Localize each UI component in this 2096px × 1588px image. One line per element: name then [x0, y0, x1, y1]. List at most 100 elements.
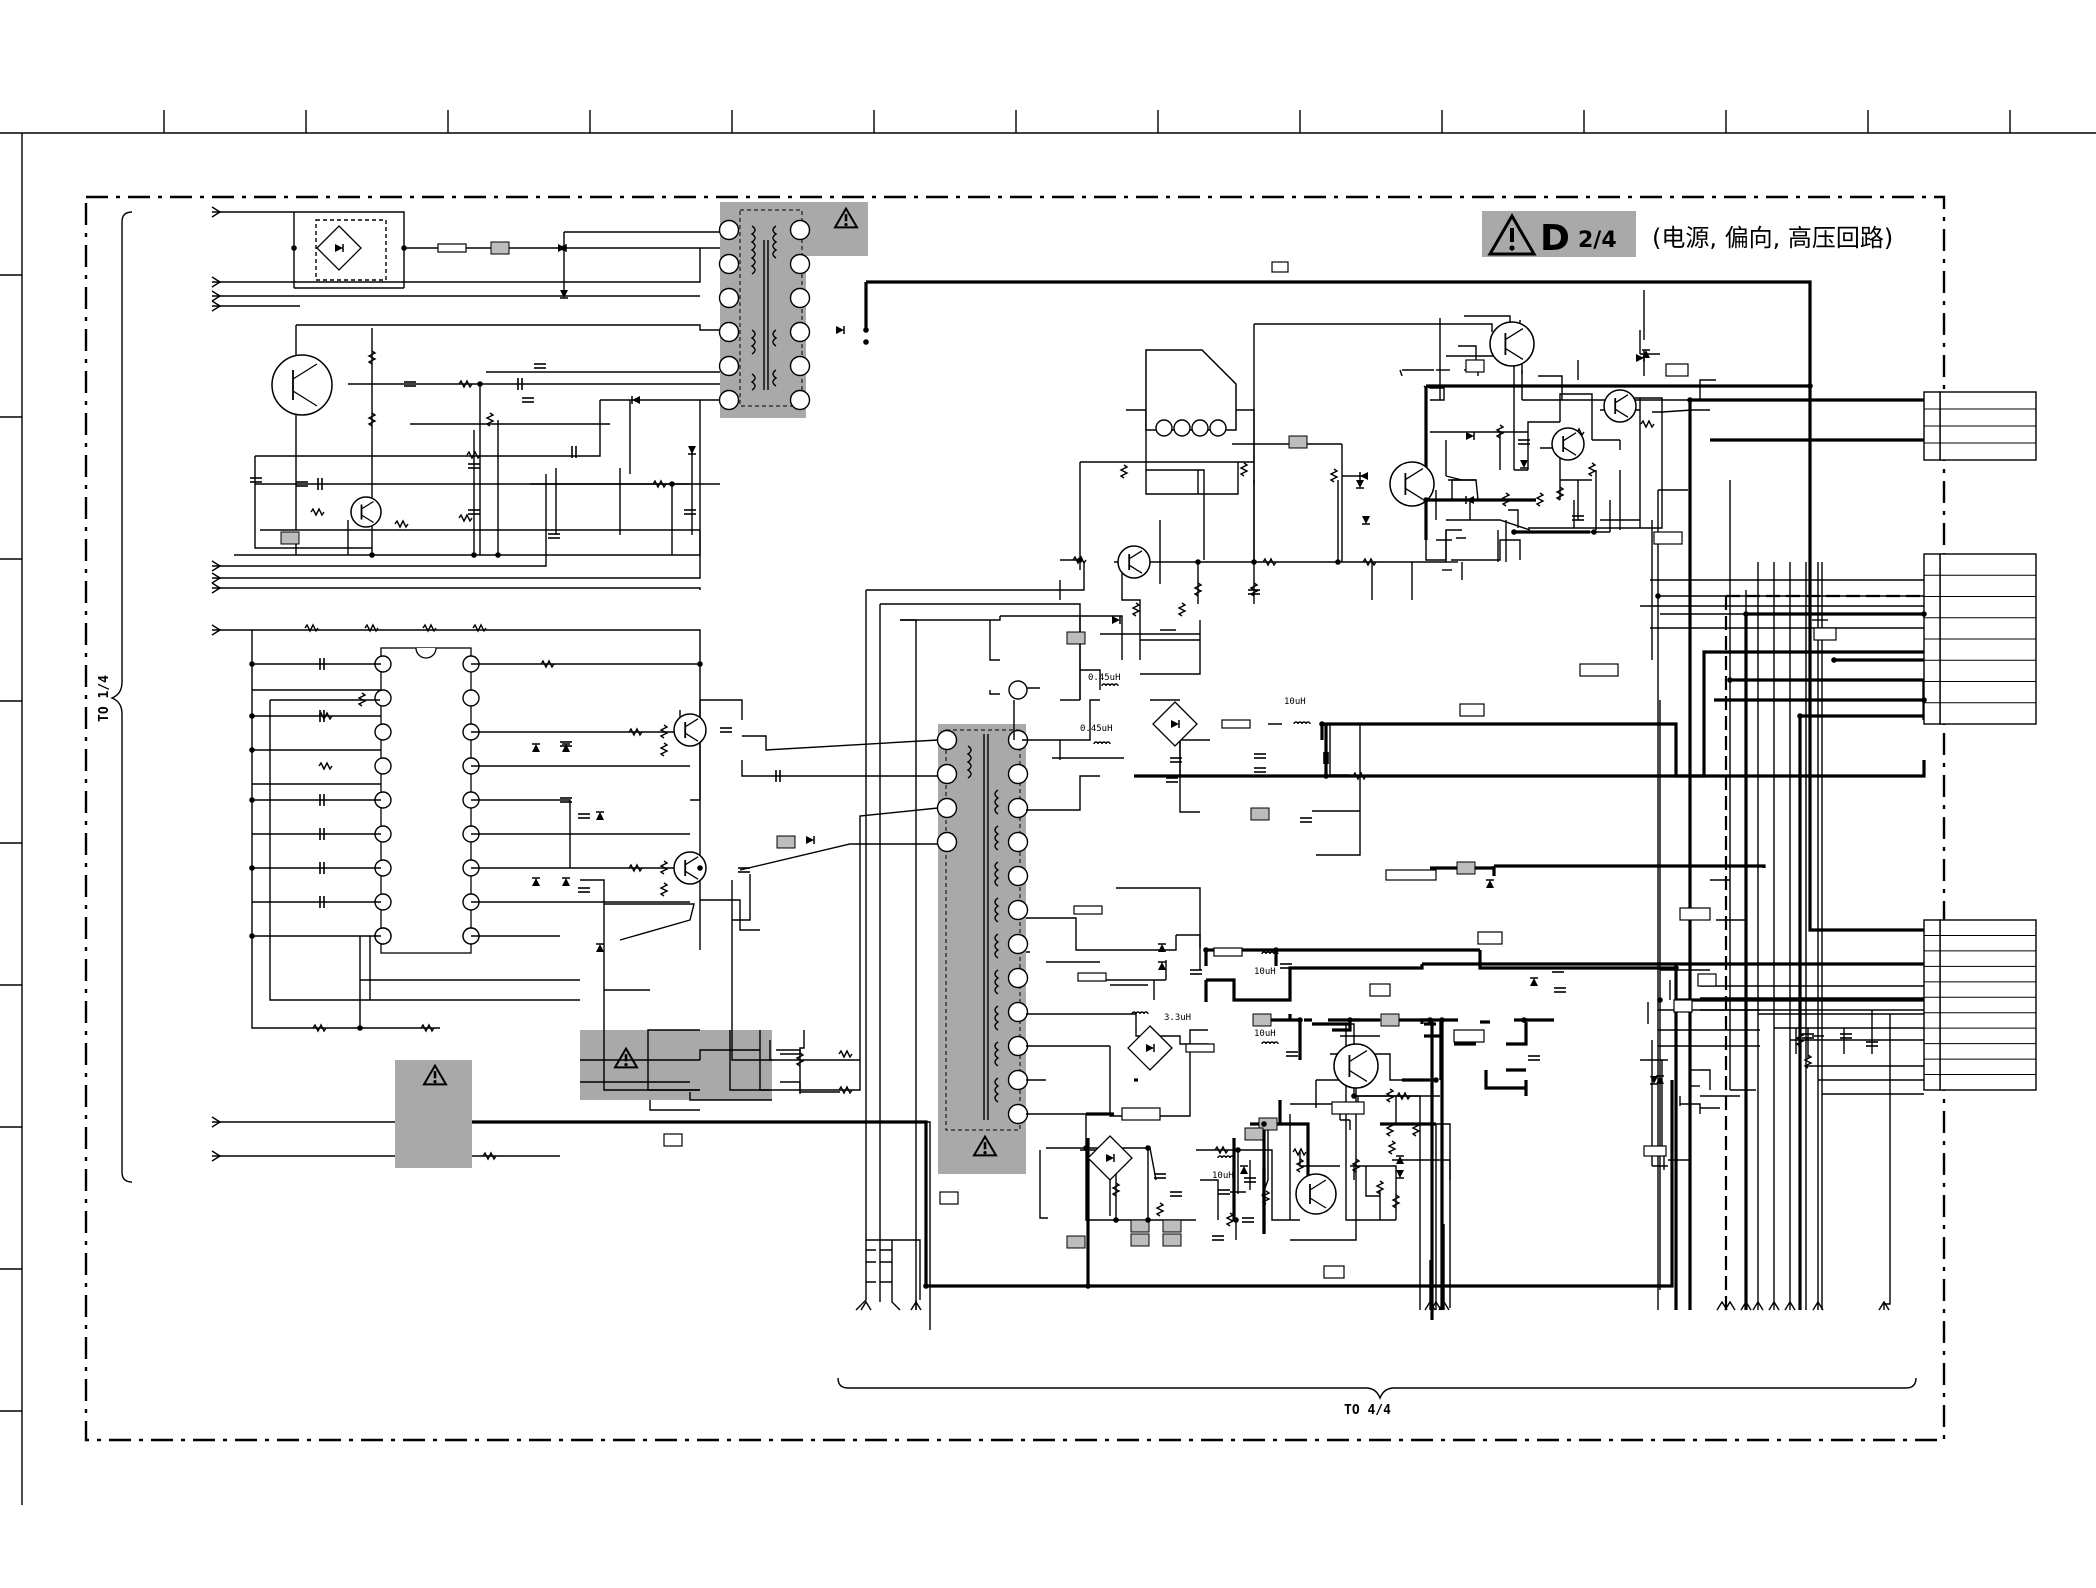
- terminal-arrow: [211, 560, 222, 572]
- diode: [1636, 354, 1645, 362]
- net-label-box: [1665, 363, 1689, 377]
- terminal-arrow: [910, 1300, 922, 1311]
- winding: [750, 225, 756, 275]
- diode: [1396, 1155, 1404, 1164]
- thermistor: [280, 531, 300, 545]
- junction-dot: [1203, 947, 1209, 953]
- diode: [562, 877, 570, 886]
- resistor: [1225, 1212, 1235, 1227]
- junction-dot: [477, 381, 483, 387]
- inductor-coil: [1131, 1011, 1149, 1015]
- diode: [596, 943, 604, 952]
- diode: [532, 877, 540, 886]
- terminal-arrow: [1784, 1300, 1796, 1311]
- flyback-pin: [1007, 797, 1029, 819]
- junction-dot: [249, 713, 255, 719]
- diode: [1466, 432, 1475, 440]
- transformer-pin: [718, 219, 740, 241]
- hv-connector-pin: [1155, 419, 1173, 437]
- flyback-pin: [936, 797, 958, 819]
- resistor: [1131, 602, 1141, 617]
- transistor: [673, 713, 707, 747]
- resistor: [1239, 462, 1249, 477]
- winding: [994, 825, 1000, 851]
- badge-letter: D: [1540, 218, 1570, 259]
- inductor-labels: 0.45uH 0.45uH 10uH 10uH 3.3uH 10uH 10uH: [1080, 673, 1306, 1181]
- terminal-arrow: [211, 572, 222, 584]
- diode: [532, 743, 540, 752]
- bridge-rectifier: [1152, 701, 1198, 747]
- resistor: [367, 350, 377, 365]
- terminal-arrow: [211, 582, 222, 594]
- terminal-arrow: [211, 300, 222, 312]
- junction-dot: [1335, 559, 1341, 565]
- transformer-top: [718, 209, 811, 411]
- net-label-box: [939, 1191, 959, 1205]
- shaded-modules: [395, 202, 1026, 1174]
- thermistor: [1130, 1233, 1150, 1247]
- flyback-pin: [1007, 967, 1029, 989]
- resistor: [652, 479, 667, 489]
- diode: [1486, 879, 1494, 888]
- terminal-arrow: [1768, 1300, 1780, 1311]
- winding: [750, 329, 756, 391]
- hv-connector-pin: [1209, 419, 1227, 437]
- resistor: [838, 1049, 853, 1059]
- resistor: [1329, 468, 1339, 483]
- junction-dot: [1921, 697, 1927, 703]
- junction-dot: [1433, 1077, 1439, 1083]
- connectors-right: [1923, 391, 2037, 1091]
- winding: [994, 897, 1000, 923]
- components: [211, 206, 1890, 1311]
- resistor: [659, 882, 669, 897]
- ic-pin: [462, 689, 480, 707]
- flyback-pin: [936, 729, 958, 751]
- thermistor: [1162, 1233, 1182, 1247]
- terminal-arrow: [1752, 1300, 1764, 1311]
- terminal-arrow: [211, 276, 222, 288]
- junction-dot: [561, 245, 567, 251]
- sheet-ruler: [0, 110, 2096, 1505]
- diode: [560, 290, 568, 299]
- terminal-arrow: [211, 1150, 222, 1162]
- junction-dot: [1797, 713, 1803, 719]
- resistor: [1640, 419, 1655, 429]
- junction-dot: [401, 245, 407, 251]
- resistor: [659, 742, 669, 757]
- junction-dot: [1319, 721, 1325, 727]
- dashed-enclosure-right: [1724, 594, 1940, 1310]
- terminal-arrow: [1430, 1300, 1442, 1311]
- resistor: [1555, 486, 1565, 501]
- winding: [994, 861, 1000, 887]
- winding: [772, 329, 778, 387]
- junction-dot: [697, 865, 703, 871]
- terminal-arrow: [860, 1300, 872, 1311]
- junction-dot: [1083, 1145, 1089, 1151]
- thermistor: [1252, 1013, 1272, 1027]
- transformer-pin: [789, 389, 811, 411]
- net-label-box: [1271, 261, 1289, 273]
- resistor: [1396, 1091, 1411, 1101]
- transformer-pin: [718, 321, 740, 343]
- resistor: [458, 379, 473, 389]
- junction-dot: [1743, 611, 1749, 617]
- junction-dot: [1077, 557, 1083, 563]
- fuse: [1077, 972, 1107, 982]
- connector-block: [1923, 553, 2037, 725]
- transistor: [271, 354, 333, 416]
- bridge-rectifier: [316, 225, 362, 271]
- inductor-label-5: 3.3uH: [1164, 1013, 1191, 1023]
- hv-connector-pin: [1191, 419, 1209, 437]
- junction-dot: [923, 1283, 929, 1289]
- diode: [1240, 1165, 1248, 1174]
- flyback-pin: [1007, 933, 1029, 955]
- resistor: [1535, 492, 1545, 507]
- diode: [1650, 1076, 1658, 1085]
- net-label-box: [1453, 1029, 1485, 1043]
- junction-dot: [1251, 559, 1257, 565]
- junction-dot: [1323, 773, 1329, 779]
- resistor: [1387, 1140, 1397, 1155]
- flyback-outline: [945, 729, 1021, 1131]
- transistor: [1333, 1043, 1379, 1089]
